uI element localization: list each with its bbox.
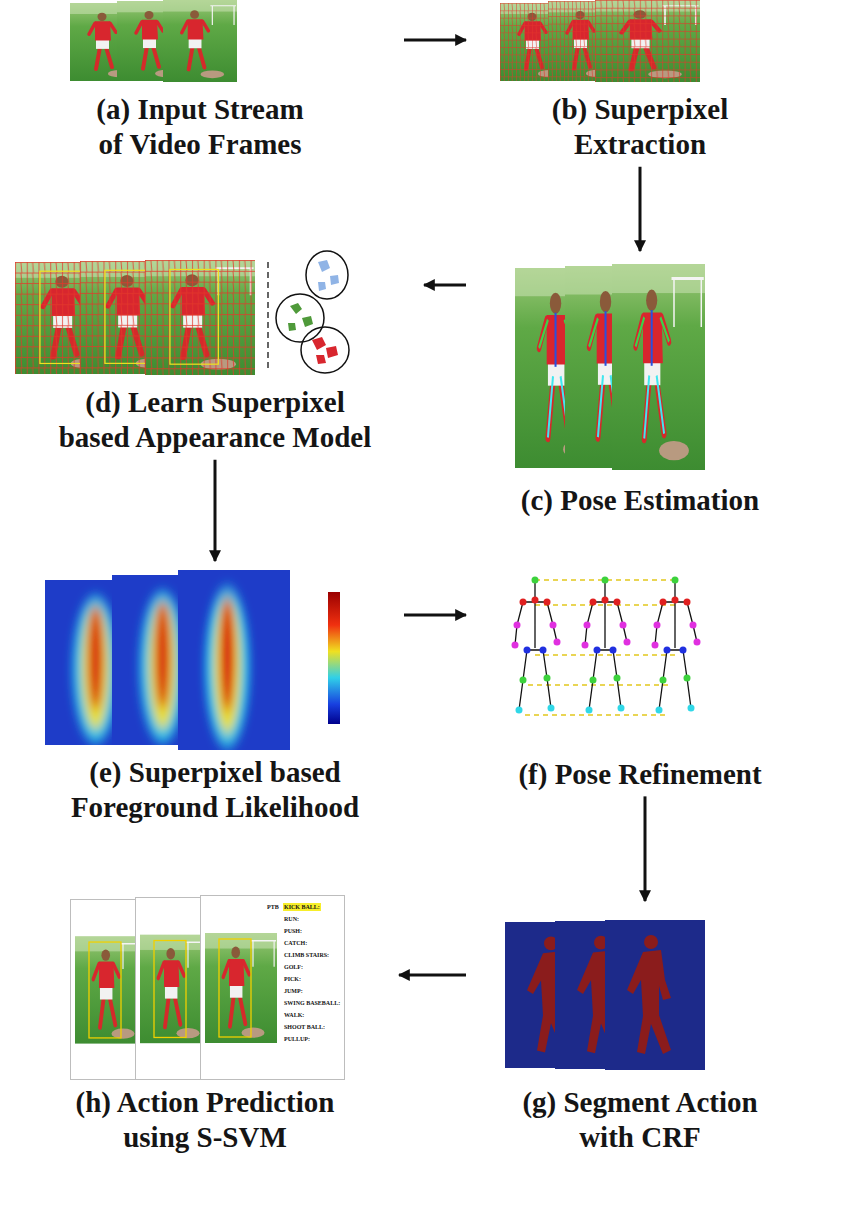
- pose-refinement: [512, 577, 701, 716]
- flow-arrow: [644, 796, 647, 901]
- prediction-pages: [71, 896, 345, 1080]
- class-score-label: KICK BALL:: [283, 903, 321, 911]
- flow-arrow: [404, 39, 466, 42]
- green-superpixels: [288, 303, 313, 331]
- step-caption: (e) Superpixel based Foreground Likeliho…: [65, 755, 365, 826]
- process-panel: (c) Pose Estimation: [470, 255, 810, 518]
- class-score-label: RUN:: [283, 915, 300, 923]
- step-caption: (g) Segment Action with CRF: [500, 1085, 780, 1156]
- class-score-label: GOLF:: [283, 963, 304, 971]
- step-caption: (h) Action Prediction using S-SVM: [65, 1085, 345, 1156]
- cluster: [301, 327, 349, 373]
- divider: [267, 262, 269, 372]
- page: [201, 896, 345, 1080]
- color-bar: [328, 592, 340, 724]
- flow-arrow: [404, 614, 466, 617]
- flow-arrow: [399, 974, 466, 977]
- process-panel: (a) Input Stream of Video Frames: [0, 0, 400, 163]
- class-score-label: SHOOT BALL:: [283, 1023, 326, 1031]
- class-score-label: PICK:: [283, 975, 302, 983]
- class-score-label: SWING BASEBALL:: [283, 999, 341, 1007]
- frame: [612, 264, 705, 470]
- cluster: [276, 294, 324, 342]
- flow-arrow: [424, 284, 466, 287]
- class-score-label: PULLUP:: [283, 1035, 311, 1043]
- step-caption: (a) Input Stream of Video Frames: [85, 92, 315, 163]
- skeleton: [582, 577, 631, 714]
- step-caption: (d) Learn Superpixel based Appearance Mo…: [55, 385, 375, 456]
- mask: [605, 920, 705, 1070]
- frame: [595, 0, 700, 82]
- frame: [145, 260, 255, 375]
- class-score-label: PUSH:: [283, 927, 303, 935]
- flow-arrow: [639, 167, 642, 251]
- process-panel: (f) Pose Refinement: [470, 565, 810, 792]
- process-panel: (d) Learn Superpixel based Appearance Mo…: [10, 255, 420, 456]
- video-frames: [70, 0, 237, 82]
- class-score-label: JUMP:: [283, 987, 304, 995]
- superpixel-frames: [500, 0, 700, 82]
- cluster: [306, 251, 348, 299]
- process-panel: (e) Superpixel based Foreground Likeliho…: [30, 565, 400, 826]
- segmentation-masks: [505, 920, 705, 1070]
- step-caption: (c) Pose Estimation: [475, 483, 805, 518]
- step-caption: (f) Pose Refinement: [475, 757, 805, 792]
- heatmap: [178, 570, 290, 750]
- process-panel: (g) Segment Action with CRF: [470, 905, 810, 1156]
- class-score-label: CATCH:: [283, 939, 308, 947]
- frame: [163, 0, 237, 82]
- class-score-label: CLIMB STAIRS:: [283, 951, 330, 959]
- skeleton: [652, 577, 701, 714]
- skeleton: [512, 577, 561, 714]
- step-caption: (b) Superpixel Extraction: [525, 92, 755, 163]
- class-score-label: WALK:: [283, 1011, 305, 1019]
- dataset-tag: PTB: [266, 903, 280, 911]
- flow-arrow: [214, 460, 217, 561]
- process-panel: (h) Action Prediction using S-SVM: [15, 895, 395, 1156]
- appearance-frames: [15, 251, 349, 375]
- process-panel: (b) Superpixel Extraction: [470, 0, 810, 163]
- pose-frames: [515, 264, 705, 470]
- foreground-likelihood: [45, 570, 340, 750]
- red-superpixels: [312, 337, 338, 364]
- blue-superpixels: [318, 260, 339, 291]
